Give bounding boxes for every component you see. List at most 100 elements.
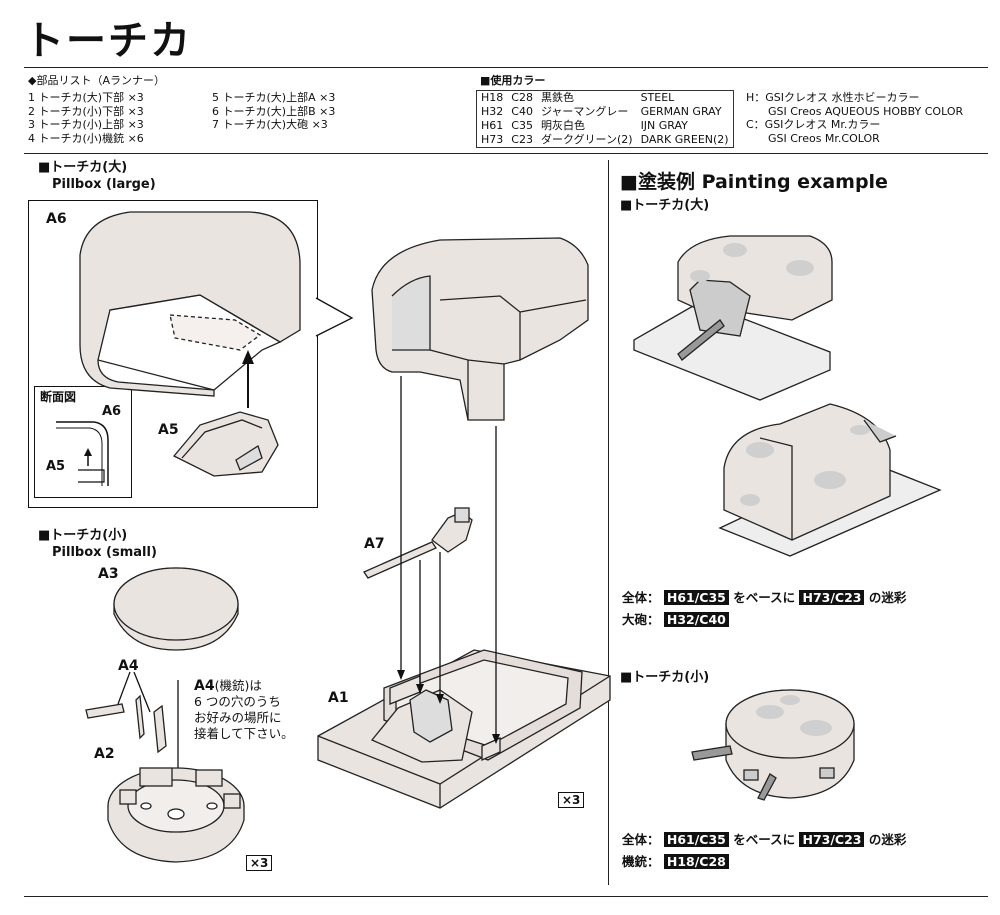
color-h: H73 <box>481 133 504 146</box>
colors-heading: ■使用カラー <box>480 74 546 87</box>
gun-color-swatch: H32/C40 <box>663 612 729 627</box>
painted-large-rear <box>718 403 942 557</box>
color-h: H61 <box>481 119 504 132</box>
suffix: の迷彩 <box>868 590 907 605</box>
color-c: C40 <box>511 105 533 118</box>
color-h: H32 <box>481 105 504 118</box>
mid-text: をベースに <box>733 832 796 847</box>
label-a1: A1 <box>328 690 349 706</box>
bottom-rule <box>24 896 988 897</box>
section-label-a6: A6 <box>102 404 122 419</box>
label-a2: A2 <box>94 746 115 762</box>
color-row: H18 C28 黒鉄色 STEEL <box>477 91 734 106</box>
title-rule <box>24 67 988 68</box>
a1-base <box>317 649 611 809</box>
color-jp: ジャーマングレー <box>540 105 629 118</box>
parts-item: 6 トーチカ(大)上部B ×3 <box>212 104 336 118</box>
painting-large-heading: ■トーチカ(大) <box>620 198 710 213</box>
base-color-swatch: H61/C35 <box>663 590 729 605</box>
prefix: 全体： <box>622 832 660 847</box>
color-row: H32 C40 ジャーマングレー GERMAN GRAY <box>477 105 734 119</box>
large-heading-jp: ■トーチカ(大) <box>38 160 128 175</box>
painted-large-front <box>633 235 833 401</box>
legend-line: C：GSIクレオス Mr.カラー <box>746 118 881 131</box>
note-line-2: お好みの場所に <box>194 710 282 725</box>
small-multiplier: ×3 <box>246 855 273 871</box>
color-jp: ダークグリーン(2) <box>540 133 633 146</box>
parts-list-heading: ◆部品リスト（Aランナー） <box>28 74 165 87</box>
color-en: DARK GREEN(2) <box>640 133 729 146</box>
color-jp: 明灰白色 <box>540 119 585 132</box>
legend-line: H：GSIクレオス 水性ホビーカラー <box>746 91 920 104</box>
large-heading-en: Pillbox (large) <box>52 177 156 192</box>
large-top-assembly <box>371 237 589 421</box>
prefix: 大砲： <box>622 612 660 627</box>
parts-item: 4 トーチカ(小)機銃 ×6 <box>28 131 144 145</box>
small-heading-jp: ■トーチカ(小) <box>38 528 128 543</box>
a7-gun <box>363 507 473 579</box>
color-en: STEEL <box>640 91 675 104</box>
color-h: H18 <box>481 91 504 104</box>
legend-line: GSI Creos Mr.COLOR <box>768 131 880 145</box>
color-en: IJN GRAY <box>640 119 688 132</box>
a4-machine-guns <box>85 694 167 754</box>
parts-item: 7 トーチカ(大)大砲 ×3 <box>212 118 328 131</box>
color-row: H61 C35 明灰白色 IJN GRAY <box>477 119 734 133</box>
parts-list-right: 5 トーチカ(大)上部A ×3 6 トーチカ(大)上部B ×3 7 トーチカ(大… <box>212 91 335 132</box>
painting-large-line2: 大砲： H32/C40 <box>622 612 729 628</box>
note-line: A4(機銃)は <box>194 678 294 694</box>
detail-box <box>28 200 318 508</box>
a2-base-ring <box>107 767 245 863</box>
small-heading-en: Pillbox (small) <box>52 545 157 560</box>
suffix: の迷彩 <box>868 832 907 847</box>
camo-color-swatch: H73/C23 <box>799 590 865 605</box>
label-a3: A3 <box>98 566 119 582</box>
color-row: H73 C23 ダークグリーン(2) DARK GREEN(2) <box>477 133 734 148</box>
a5-part-detail <box>172 411 279 477</box>
prefix: 全体： <box>622 590 660 605</box>
painting-heading: ■塗装例 Painting example <box>620 171 888 193</box>
color-c: C28 <box>511 91 533 104</box>
large-multiplier: ×3 <box>558 792 585 808</box>
painting-large-line1: 全体： H61/C35 をベースに H73/C23 の迷彩 <box>622 590 906 606</box>
label-a5: A5 <box>158 422 179 438</box>
note-line-3: 接着して下さい。 <box>194 726 294 741</box>
a3-top-disc <box>113 567 239 651</box>
a6-upper-shell-detail <box>79 211 301 397</box>
parts-item: 5 トーチカ(大)上部A ×3 <box>212 91 336 104</box>
mid-text: をベースに <box>733 590 796 605</box>
parts-item: 3 トーチカ(小)上部 ×3 <box>28 118 144 131</box>
color-c: C35 <box>511 119 533 132</box>
section-view-label: 断面図 <box>40 390 77 404</box>
color-legend: H：GSIクレオス 水性ホビーカラー GSI Creos AQUEOUS HOB… <box>746 91 963 145</box>
base-color-swatch: H61/C35 <box>663 832 729 847</box>
color-jp: 黒鉄色 <box>540 91 574 104</box>
note-line-0: (機銃)は <box>214 678 262 693</box>
column-divider <box>608 160 609 885</box>
parts-item: 2 トーチカ(小)下部 ×3 <box>28 104 144 118</box>
note-a4: A4 <box>194 678 215 694</box>
parts-list-left: 1 トーチカ(大)下部 ×3 2 トーチカ(小)下部 ×3 3 トーチカ(小)上… <box>28 91 144 145</box>
a4-instruction: A4(機銃)は 6 つの穴のうち お好みの場所に 接着して下さい。 <box>194 678 294 742</box>
label-a7: A7 <box>364 536 385 552</box>
legend-line: GSI Creos AQUEOUS HOBBY COLOR <box>768 104 964 118</box>
label-a4: A4 <box>118 658 139 674</box>
label-a6: A6 <box>46 211 67 227</box>
section-view-box <box>34 386 132 498</box>
note-line-1: 6 つの穴のうち <box>194 694 281 709</box>
parts-item: 1 トーチカ(大)下部 ×3 <box>28 91 144 104</box>
color-en: GERMAN GRAY <box>640 105 722 118</box>
page-title: トーチカ <box>24 18 192 64</box>
painting-small-heading: ■トーチカ(小) <box>620 670 710 685</box>
mg-color-swatch: H18/C28 <box>663 854 729 869</box>
camo-color-swatch: H73/C23 <box>799 832 865 847</box>
painting-small-line2: 機銃： H18/C28 <box>622 854 729 870</box>
color-c: C23 <box>511 133 533 146</box>
header-rule <box>24 153 988 154</box>
painted-small <box>691 689 855 801</box>
color-table: H18 C28 黒鉄色 STEEL H32 C40 ジャーマングレー GERMA… <box>476 90 734 148</box>
section-label-a5: A5 <box>46 459 66 474</box>
prefix: 機銃： <box>622 854 660 869</box>
painting-small-line1: 全体： H61/C35 をベースに H73/C23 の迷彩 <box>622 832 906 848</box>
